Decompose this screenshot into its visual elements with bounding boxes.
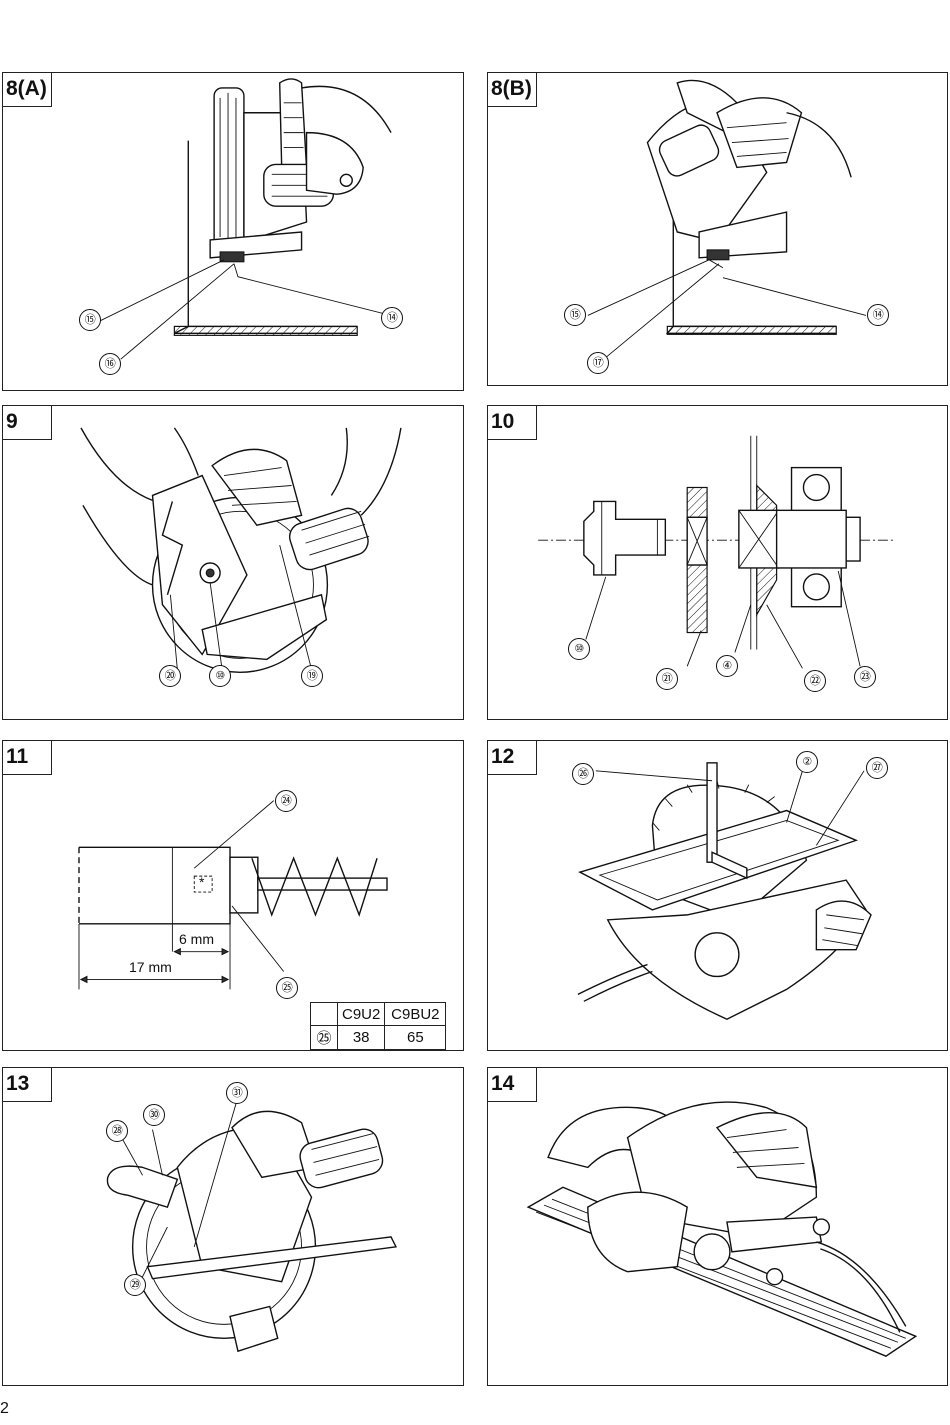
callout-26: ㉖ <box>572 763 594 785</box>
figure-label: 10 <box>488 406 537 440</box>
table-cell: C9BU2 <box>384 1002 447 1026</box>
callout-20: ⑳ <box>159 665 181 687</box>
callout-27: ㉗ <box>866 757 888 779</box>
callout-30: ㉚ <box>143 1104 165 1126</box>
callout-25: ㉕ <box>276 977 298 999</box>
figure-12-illustration <box>577 762 872 1020</box>
table-cell: 38 <box>336 1025 386 1050</box>
callout-15: ⑮ <box>79 309 101 331</box>
dimension-6mm: 6 mm <box>179 931 214 947</box>
callout-31: ㉛ <box>226 1082 248 1104</box>
figure-label: 9 <box>3 406 52 440</box>
figure-13-panel: 13 ㉘ ㉚ ㉛ ㉙ <box>2 1067 464 1386</box>
spec-table: C9U2 C9BU2 ㉕ 38 65 <box>310 1002 447 1050</box>
figure-11-illustration <box>78 800 388 990</box>
callout-10: ⑩ <box>568 638 590 660</box>
figure-label: 13 <box>3 1068 52 1102</box>
callout-21: ㉑ <box>656 668 678 690</box>
figure-label: 14 <box>488 1068 537 1102</box>
callout-4: ④ <box>716 655 738 677</box>
page-number: 2 <box>0 1400 9 1417</box>
table-cell: C9U2 <box>336 1002 386 1026</box>
table-cell: 65 <box>384 1025 447 1050</box>
figure-label: 11 <box>3 741 52 775</box>
figure-label: 8(B) <box>488 73 537 107</box>
table-cell <box>310 1002 338 1026</box>
figure-8a-illustration <box>98 78 392 360</box>
figure-label: 8(A) <box>3 73 52 107</box>
callout-14: ⑭ <box>381 307 403 329</box>
figure-label: 12 <box>488 741 537 775</box>
callout-23: ㉓ <box>854 666 876 688</box>
figure-14-panel: 14 <box>487 1067 948 1386</box>
figure-10-illustration <box>538 435 896 669</box>
figure-10-panel: 10 ⑩ ㉑ ④ ㉒ ㉓ <box>487 405 948 720</box>
figure-12-panel: 12 ㉖ ② ㉗ <box>487 740 948 1051</box>
callout-28: ㉘ <box>106 1120 128 1142</box>
callout-24: ㉔ <box>275 790 297 812</box>
table-header-row: C9U2 C9BU2 <box>310 1002 447 1026</box>
callout-15: ⑮ <box>564 304 586 326</box>
figure-14-illustration <box>526 1101 918 1357</box>
callout-2: ② <box>796 751 818 773</box>
figure-11-panel: 11 ㉔ ㉕ * 6 mm 17 mm C9U2 C9BU2 ㉕ 38 65 <box>2 740 464 1051</box>
callout-14: ⑭ <box>867 304 889 326</box>
callout-19: ⑲ <box>301 665 323 687</box>
asterisk-mark: * <box>199 874 205 890</box>
figure-8b-panel: 8(B) ⑮ ⑭ ⑰ <box>487 72 948 386</box>
figure-9-illustration <box>80 427 402 673</box>
callout-17: ⑰ <box>587 352 609 374</box>
dimension-17mm: 17 mm <box>129 959 172 975</box>
callout-10: ⑩ <box>209 665 231 687</box>
figure-9-panel: 9 ⑳ ⑩ ⑲ <box>2 405 464 720</box>
callout-29: ㉙ <box>124 1274 146 1296</box>
callout-16: ⑯ <box>99 353 121 375</box>
figure-13-illustration <box>106 1103 398 1353</box>
table-row: ㉕ 38 65 <box>310 1025 447 1050</box>
figure-8a-panel: 8(A) ⑮ ⑭ ⑯ <box>2 72 464 391</box>
callout-22: ㉒ <box>804 670 826 692</box>
figure-8b-illustration <box>587 79 867 360</box>
table-cell: ㉕ <box>310 1025 338 1050</box>
